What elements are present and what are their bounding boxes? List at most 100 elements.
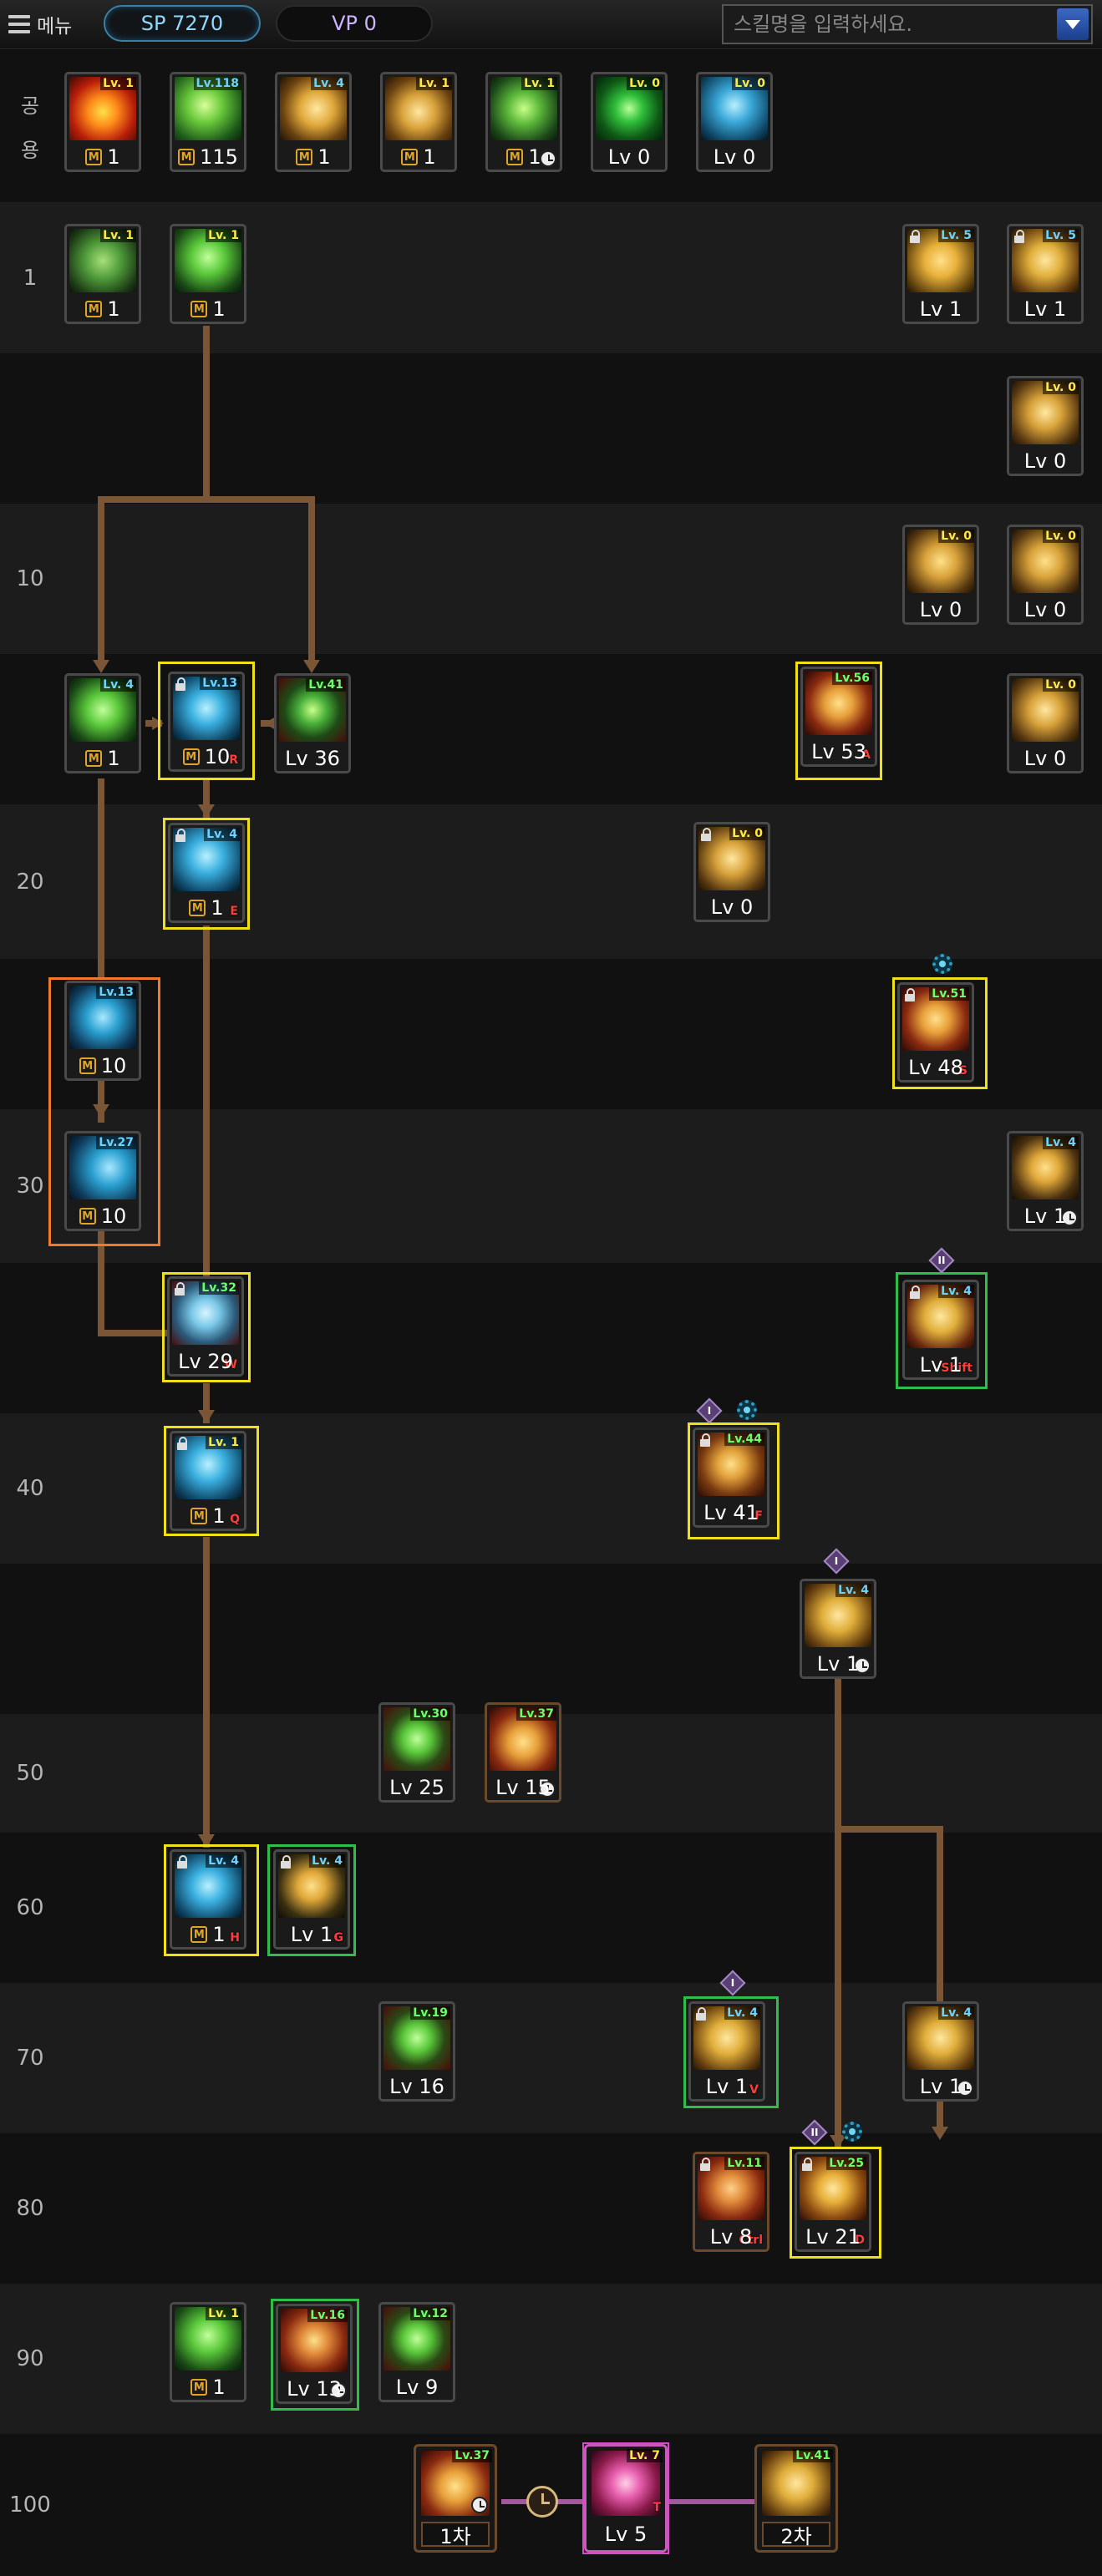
skill-slot-s70c[interactable]: Lv. 4 Lv 1 — [902, 2001, 979, 2102]
hotkey-label: F — [754, 1509, 763, 1523]
lock-icon — [696, 2007, 706, 2021]
skill-slot-s35a[interactable]: Lv.32 W Lv 29 — [167, 1276, 244, 1377]
skill-slot-c7[interactable]: Lv. 0 Lv 0 — [696, 72, 773, 172]
hotkey-label: Shift — [941, 1362, 973, 1375]
skill-search-input[interactable] — [724, 5, 1057, 43]
skill-slot-s10a[interactable]: Lv. 0 Lv 0 — [902, 525, 979, 625]
skill-slot-s1c[interactable]: Lv. 5 Lv 1 — [902, 224, 979, 324]
skill-level-value: 1 — [107, 747, 120, 770]
master-icon: M — [85, 301, 103, 317]
skill-level-value: Lv 25 — [389, 1776, 444, 1799]
highlight-frame-pink — [582, 2442, 669, 2554]
search-dropdown-button[interactable] — [1057, 8, 1089, 40]
skill-level-box: Lv 0 — [1012, 597, 1079, 622]
skill-level-tag: Lv. 0 — [1043, 381, 1079, 394]
skill-level-box: Lv 15 — [490, 1775, 556, 1800]
skill-level-tag: Lv.37 — [452, 2449, 492, 2462]
skill-level-value: 1 — [317, 145, 331, 169]
skill-level-tag: Lv.13 — [96, 986, 136, 999]
skill-level-box: Lv 0 — [596, 145, 663, 170]
skill-level-tag: Lv. 0 — [938, 530, 974, 543]
skill-slot-s60b[interactable]: Lv. 4 G Lv 1 — [273, 1849, 350, 1950]
skill-slot-s50b[interactable]: Lv.37 Lv 15 — [485, 1702, 561, 1803]
hotkey-label: G — [333, 1931, 344, 1945]
skill-level-box: Lv 48 — [902, 1055, 969, 1080]
skill-slot-s100c[interactable]: Lv.41 2차 — [754, 2444, 838, 2553]
highlight-frame-green — [271, 2299, 359, 2411]
skill-level-tag: Lv. 0 — [1043, 678, 1079, 692]
master-icon: M — [190, 301, 208, 317]
skill-slot-s90c[interactable]: Lv.12 Lv 9 — [378, 2302, 455, 2402]
hotkey-label: H — [230, 1931, 240, 1945]
highlight-frame-green — [267, 1844, 356, 1956]
highlight-frame — [158, 662, 255, 780]
skill-slot-s10b[interactable]: Lv. 0 Lv 0 — [1007, 525, 1084, 625]
master-icon: M — [190, 1926, 208, 1943]
master-icon: M — [401, 149, 419, 165]
vp-counter: VP 0 — [276, 5, 433, 42]
skill-slot-s50a[interactable]: Lv.30 Lv 25 — [378, 1702, 455, 1803]
skill-level-value: Lv 1 — [919, 2075, 962, 2098]
lock-icon — [701, 828, 711, 841]
master-icon: M — [182, 748, 200, 765]
skill-slot-s40b[interactable]: Lv.44 F Lv 41 — [693, 1427, 769, 1528]
row-label: 1 — [23, 266, 38, 291]
skill-level-tag: Lv. 1 — [521, 77, 557, 90]
skill-level-box: Lv 1 — [1012, 297, 1079, 322]
skill-slot-s70a[interactable]: Lv.19 Lv 16 — [378, 2001, 455, 2102]
skill-slot-s15d[interactable]: Lv.56 A Lv 53 — [800, 667, 877, 767]
highlight-frame — [164, 1844, 259, 1956]
skill-slot-c6[interactable]: Lv. 0 Lv 0 — [591, 72, 668, 172]
skill-level-tag: Lv. 0 — [729, 827, 765, 840]
skill-slot-s25b[interactable]: Lv.51 S Lv 48 — [897, 982, 974, 1083]
skill-slot-s1d[interactable]: Lv. 5 Lv 1 — [1007, 224, 1084, 324]
menu-button[interactable]: 메뉴 — [8, 8, 72, 40]
skill-slot-s100b[interactable]: Lv. 7 T Lv 5 — [584, 2444, 668, 2553]
skill-slot-s100a[interactable]: Lv.37 1차 — [414, 2444, 497, 2553]
skill-slot-s45a[interactable]: Lv. 4 Lv 1 — [800, 1579, 876, 1679]
skill-slot-s80a[interactable]: Lv.11 Ctrl Lv 8 — [693, 2152, 769, 2252]
lock-icon — [177, 1437, 187, 1450]
skill-level-box: Lv 8 — [698, 2224, 764, 2249]
skill-slot-s30b[interactable]: Lv. 4 Lv 1 — [1007, 1131, 1084, 1231]
skill-slot-s80b[interactable]: Lv.25 D Lv 21 — [795, 2152, 871, 2252]
master-icon: M — [79, 1208, 96, 1225]
skill-level-value: Lv 13 — [287, 2377, 342, 2401]
skill-level-value: 1 — [528, 145, 541, 169]
skill-slot-s15c[interactable]: Lv.41 Lv 36 — [274, 673, 351, 773]
skill-slot-s70b[interactable]: Lv. 4 V Lv 1 — [688, 2001, 765, 2102]
row-label: 20 — [16, 869, 44, 895]
lock-icon — [175, 1282, 185, 1296]
skill-slot-s2a[interactable]: Lv. 0 Lv 0 — [1007, 376, 1084, 476]
skill-slot-s20b[interactable]: Lv. 0 Lv 0 — [693, 822, 770, 922]
skill-level-box: Lv 1 — [693, 2074, 760, 2099]
skill-level-value: 1 — [212, 297, 226, 321]
skill-level-tag: Lv. 4 — [100, 678, 136, 692]
gear-marker-icon — [842, 2122, 862, 2142]
skill-slot-s35b[interactable]: Lv. 4 Shift Lv 1 — [902, 1280, 979, 1380]
row-level-5 — [0, 353, 1102, 504]
skill-slot-s15e[interactable]: Lv. 0 Lv 0 — [1007, 673, 1084, 773]
skill-level-value: Lv 0 — [919, 598, 962, 621]
skill-slot-s90b[interactable]: Lv.16 Lv 13 — [276, 2304, 353, 2404]
